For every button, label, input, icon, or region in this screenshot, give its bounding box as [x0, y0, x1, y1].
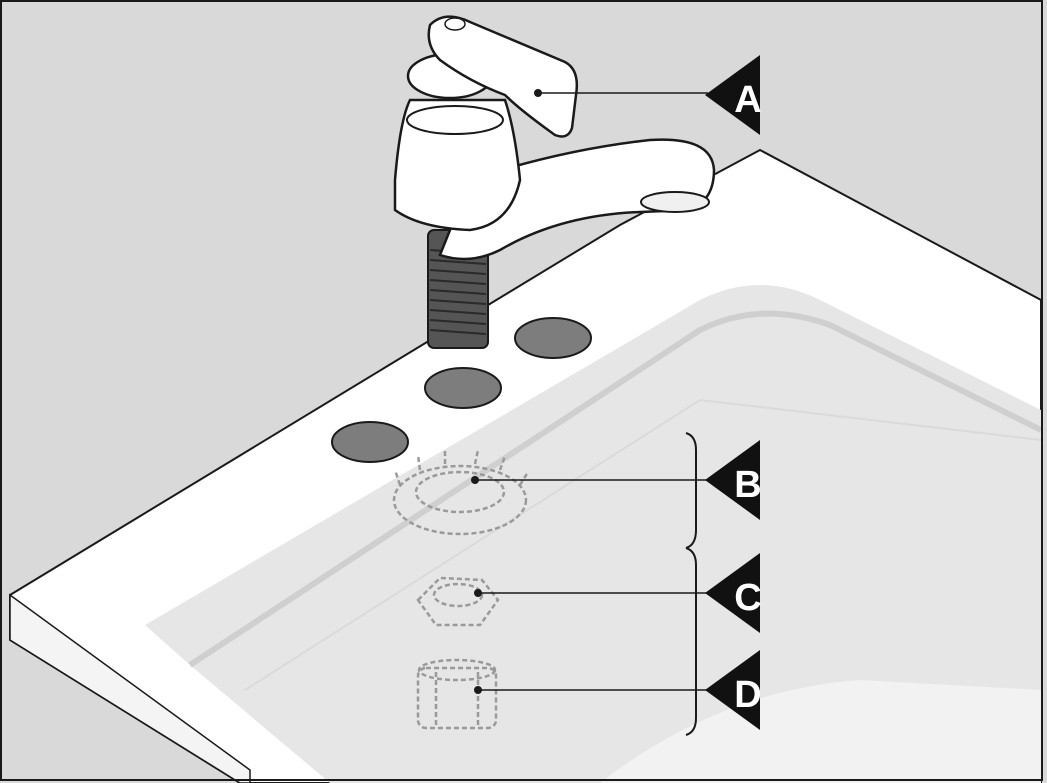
body-ring — [406, 105, 504, 135]
callout-marker-d — [705, 650, 760, 730]
leader-dot-d — [474, 686, 482, 694]
mounting-hole — [514, 317, 592, 359]
callout-label-b: B — [734, 464, 761, 506]
callout-label-c: C — [734, 577, 761, 619]
lock-washer-part — [392, 449, 530, 536]
sink-basin — [145, 285, 1041, 783]
faucet-handle — [427, 15, 579, 138]
faucet-body — [393, 98, 522, 232]
leader-dot-b — [471, 476, 479, 484]
bracket-lower — [685, 547, 697, 736]
faucet — [393, 15, 716, 349]
basin-inner-line — [244, 398, 1042, 691]
basin-back-wall — [188, 310, 1043, 668]
callout-marker-c — [705, 553, 760, 633]
mounting-hole — [424, 367, 502, 409]
callout-marker-a — [705, 55, 760, 135]
basin-floor-highlight — [600, 680, 1041, 783]
callout-marker-b — [705, 440, 760, 520]
sink — [9, 148, 1043, 783]
mounting-hole — [331, 421, 409, 463]
leader-dot-c — [474, 589, 482, 597]
coupling-nut-part — [416, 658, 498, 730]
sink-front-edge — [9, 593, 251, 783]
mounting-holes — [331, 317, 592, 463]
handle-logo — [444, 17, 466, 31]
callout-label-a: A — [734, 79, 761, 121]
leader-dot-a — [534, 89, 542, 97]
bracket-upper — [685, 432, 697, 549]
spout-outlet — [640, 191, 710, 213]
hex-nut-part — [416, 576, 500, 627]
callout-label-d: D — [734, 674, 761, 716]
